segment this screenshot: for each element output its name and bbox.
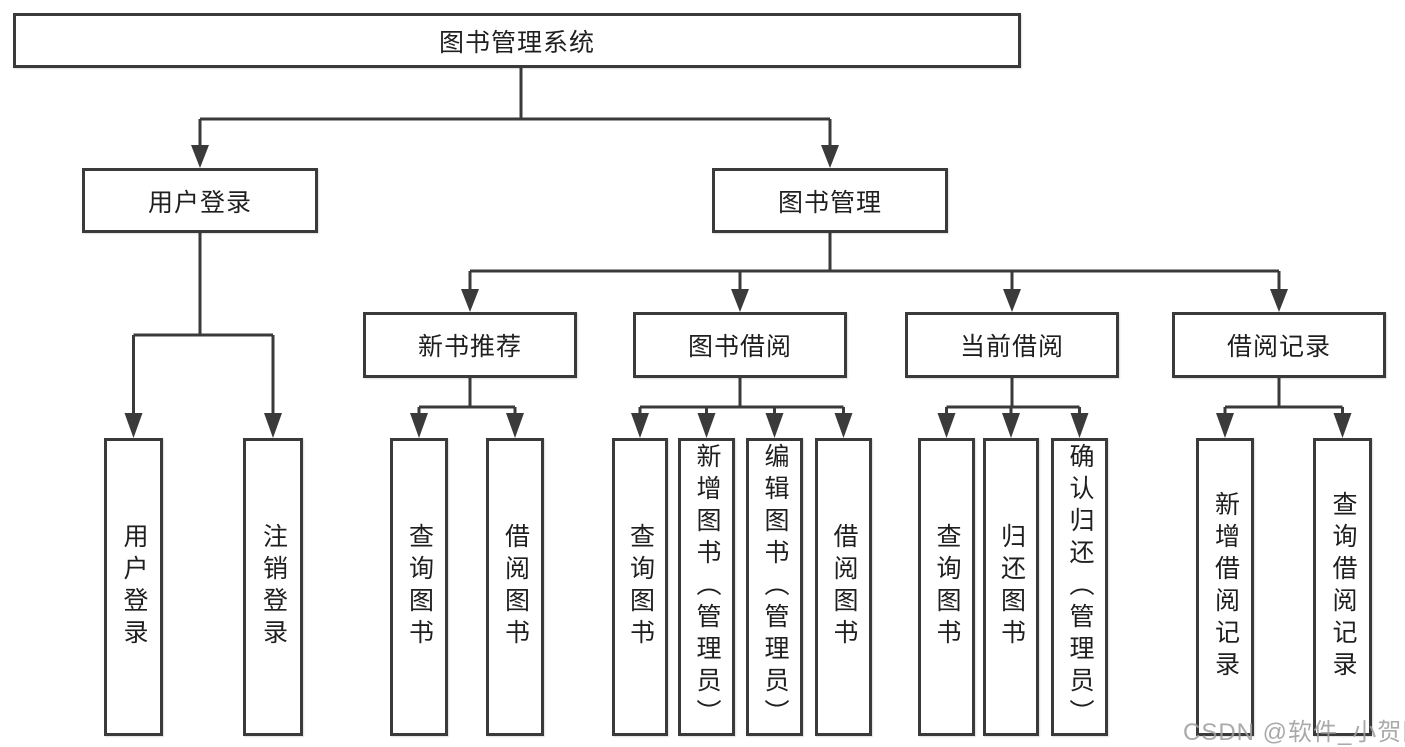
leaf-query-books-recommend: 查询图书: [390, 438, 448, 736]
leaf-label: 用户登录: [120, 523, 148, 651]
leaf-label: 查询图书: [405, 523, 434, 651]
leaf-label: 新增图书（管理员）: [693, 443, 721, 731]
leaf-borrow-books-recommend: 借阅图书: [486, 438, 544, 736]
node-current-borrow: 当前借阅: [905, 312, 1119, 378]
leaf-label: 编辑图书（管理员）: [761, 443, 789, 731]
leaf-add-books-admin: 新增图书（管理员）: [678, 438, 735, 736]
leaf-logout: 注销登录: [243, 438, 303, 736]
leaf-confirm-return-admin: 确认归还（管理员）: [1051, 438, 1108, 736]
leaf-user-login: 用户登录: [104, 438, 163, 736]
leaf-edit-books-admin: 编辑图书（管理员）: [746, 438, 803, 736]
node-borrow-records: 借阅记录: [1172, 312, 1386, 378]
leaf-label: 借阅图书: [501, 523, 530, 651]
leaf-return-books: 归还图书: [983, 438, 1039, 736]
node-book-borrow: 图书借阅: [633, 312, 847, 378]
leaf-label: 查询图书: [933, 523, 961, 651]
leaf-query-books-borrow: 查询图书: [612, 438, 668, 736]
leaf-label: 借阅图书: [830, 523, 858, 651]
leaf-label: 新增借阅记录: [1211, 491, 1240, 683]
leaf-query-borrow-record: 查询借阅记录: [1313, 438, 1372, 736]
leaf-label: 查询图书: [626, 523, 655, 651]
leaf-borrow-books: 借阅图书: [815, 438, 872, 736]
leaf-label: 确认归还（管理员）: [1066, 443, 1094, 731]
csdn-watermark: CSDN @软件_小贺同学: [1183, 719, 1405, 746]
node-root-system: 图书管理系统: [13, 13, 1021, 68]
leaf-label: 注销登录: [259, 523, 288, 651]
leaf-label: 归还图书: [997, 523, 1026, 651]
leaf-label: 查询借阅记录: [1329, 491, 1357, 683]
node-user-login-branch: 用户登录: [82, 168, 318, 233]
node-book-management-branch: 图书管理: [712, 168, 948, 233]
leaf-add-borrow-record: 新增借阅记录: [1196, 438, 1254, 736]
arrowheads: [124, 145, 1352, 438]
leaf-query-books-current: 查询图书: [918, 438, 975, 736]
node-new-book-recommend: 新书推荐: [363, 312, 577, 378]
